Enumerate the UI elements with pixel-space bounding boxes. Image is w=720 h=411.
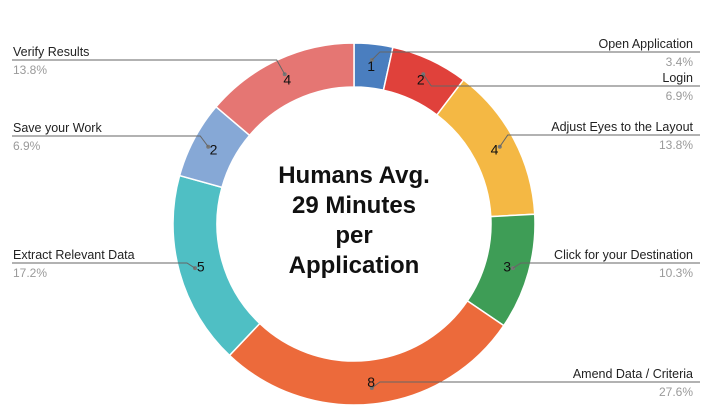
slice-value-verify-results: 4 — [283, 72, 291, 88]
slice-labels: Open Application 3.4% Login 6.9% Adjust Eyes… — [13, 37, 694, 399]
slice-label-extract-relevant-data: Extract Relevant Data — [13, 248, 135, 262]
leader-line-extract-relevant-data — [12, 262, 196, 269]
leader-line-click-for-your-destination — [512, 262, 700, 269]
slice-percent-verify-results: 13.8% — [13, 63, 47, 77]
slice-value-adjust-eyes-to-the-layout: 4 — [491, 142, 499, 158]
slice-adjust-eyes-to-the-layout — [435, 78, 536, 218]
center-title-line-3: per — [335, 222, 372, 249]
slice-percent-save-your-work: 6.9% — [13, 139, 41, 153]
slice-label-open-application: Open Application — [598, 37, 693, 51]
slice-extract-relevant-data — [172, 174, 261, 357]
slice-value-save-your-work: 2 — [210, 142, 218, 158]
leader-line-adjust-eyes-to-the-layout — [499, 134, 700, 147]
slice-percent-amend-data-criteria: 27.6% — [659, 385, 693, 399]
slice-label-amend-data-criteria: Amend Data / Criteria — [573, 367, 693, 381]
donut-slices — [172, 42, 536, 406]
slice-percent-login: 6.9% — [666, 89, 694, 103]
center-title-line-2: 29 Minutes — [292, 192, 416, 219]
slice-value-click-for-your-destination: 3 — [503, 259, 511, 275]
leader-lines — [12, 51, 700, 391]
slice-label-save-your-work: Save your Work — [13, 121, 102, 135]
leader-line-save-your-work — [12, 135, 209, 148]
slice-values: 1 2 4 3 8 5 2 4 — [197, 58, 511, 390]
slice-value-extract-relevant-data: 5 — [197, 259, 205, 275]
center-title-line-4: Application — [289, 252, 420, 279]
slice-percent-extract-relevant-data: 17.2% — [13, 266, 47, 280]
slice-value-amend-data-criteria: 8 — [367, 374, 375, 390]
slice-value-login: 2 — [417, 72, 425, 88]
center-title-line-1: Humans Avg. — [278, 162, 430, 189]
leader-line-login — [422, 73, 700, 87]
slice-label-verify-results: Verify Results — [13, 45, 89, 59]
slice-verify-results — [214, 42, 355, 137]
leader-line-amend-data-criteria — [371, 381, 700, 389]
slice-percent-open-application: 3.4% — [666, 55, 694, 69]
slice-value-open-application: 1 — [367, 58, 375, 74]
leader-line-verify-results — [12, 59, 286, 75]
slice-percent-click-for-your-destination: 10.3% — [659, 266, 693, 280]
slice-label-adjust-eyes-to-the-layout: Adjust Eyes to the Layout — [551, 120, 693, 134]
slice-percent-adjust-eyes-to-the-layout: 13.8% — [659, 138, 693, 152]
slice-label-login: Login — [662, 71, 693, 85]
leader-line-open-application — [371, 51, 700, 61]
slice-label-click-for-your-destination: Click for your Destination — [554, 248, 693, 262]
